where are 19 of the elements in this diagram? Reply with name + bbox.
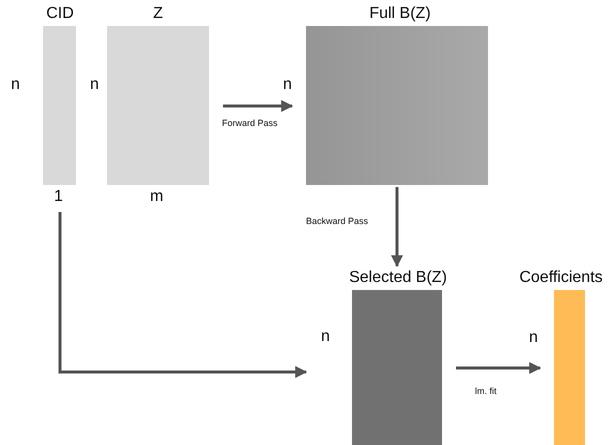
dimension-label: 1: [54, 188, 63, 206]
dimension-label: n: [283, 76, 292, 94]
edge-label: Forward Pass: [222, 118, 278, 129]
edge-label: lm. fit: [475, 386, 496, 397]
arrow: [223, 100, 294, 112]
matrix-title: Z: [152, 4, 164, 24]
edge-label: Backward Pass: [306, 216, 368, 227]
dimension-label: n: [321, 328, 330, 346]
matrix-title: Selected B(Z): [348, 268, 448, 288]
matrix-title: Coefficients: [518, 268, 604, 288]
dimension-label: n: [11, 76, 20, 94]
arrow: [456, 362, 542, 374]
dimension-label: n: [90, 76, 99, 94]
dimension-label: n: [529, 329, 538, 347]
arrow: [58, 212, 308, 378]
matrix-title: CID: [45, 4, 75, 24]
arrow: [391, 187, 403, 268]
dimension-label: m: [150, 188, 164, 206]
matrix-title: Full B(Z): [368, 4, 432, 24]
